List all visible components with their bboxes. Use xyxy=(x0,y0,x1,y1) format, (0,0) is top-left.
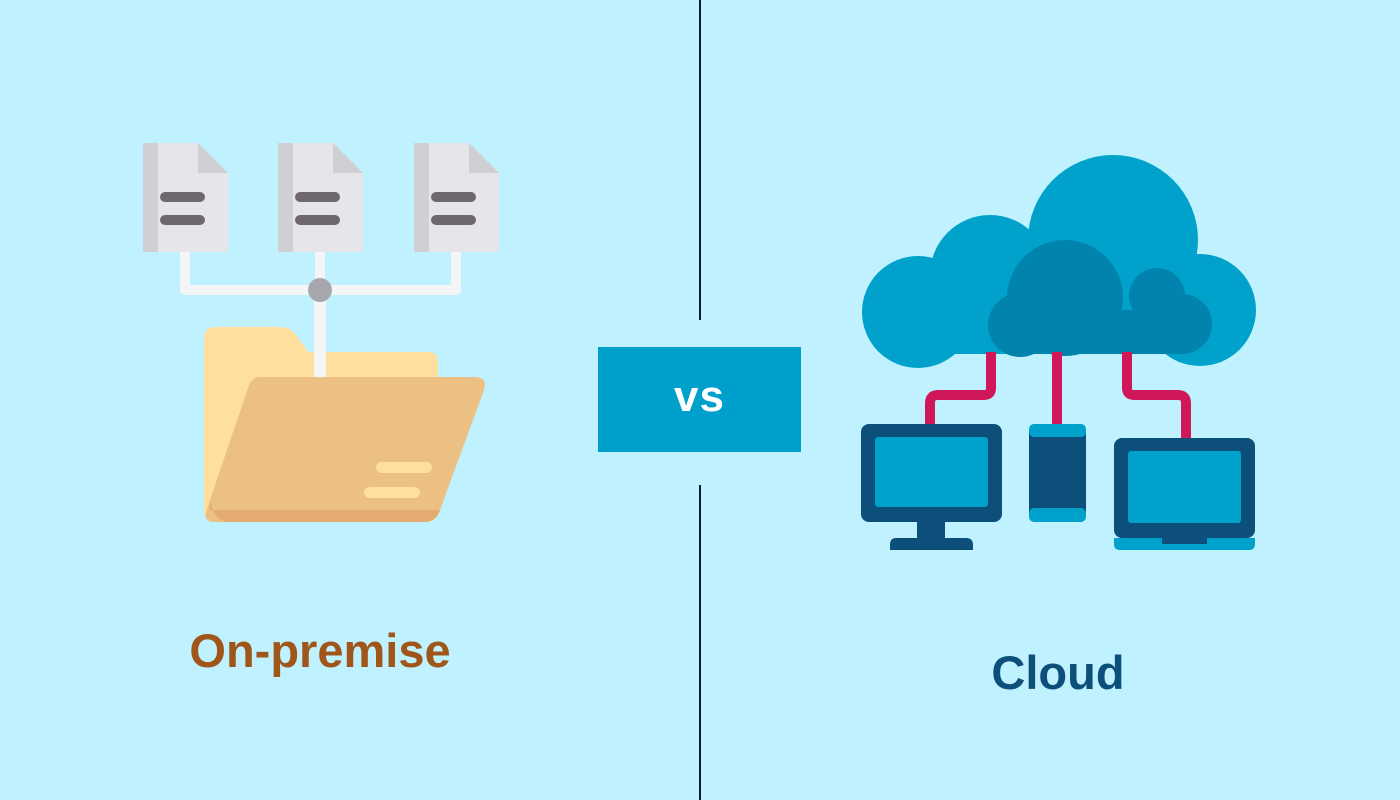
divider-line-bottom xyxy=(699,485,701,800)
folder-icon xyxy=(204,327,485,522)
laptop-icon xyxy=(1114,438,1255,550)
document-icon xyxy=(278,143,363,252)
document-icon xyxy=(414,143,499,252)
divider-line-top xyxy=(699,0,701,320)
mobile-phone-icon xyxy=(1029,424,1086,522)
document-icon xyxy=(143,143,228,252)
vs-badge: vs xyxy=(598,347,801,452)
document-connectors xyxy=(180,250,461,385)
on-premise-label: On-premise xyxy=(189,624,451,677)
cloud-icon xyxy=(862,155,1256,368)
desktop-monitor-icon xyxy=(861,424,1002,550)
cloud-label: Cloud xyxy=(991,646,1125,699)
network-connectors xyxy=(925,352,1191,440)
vs-label: vs xyxy=(674,371,725,421)
